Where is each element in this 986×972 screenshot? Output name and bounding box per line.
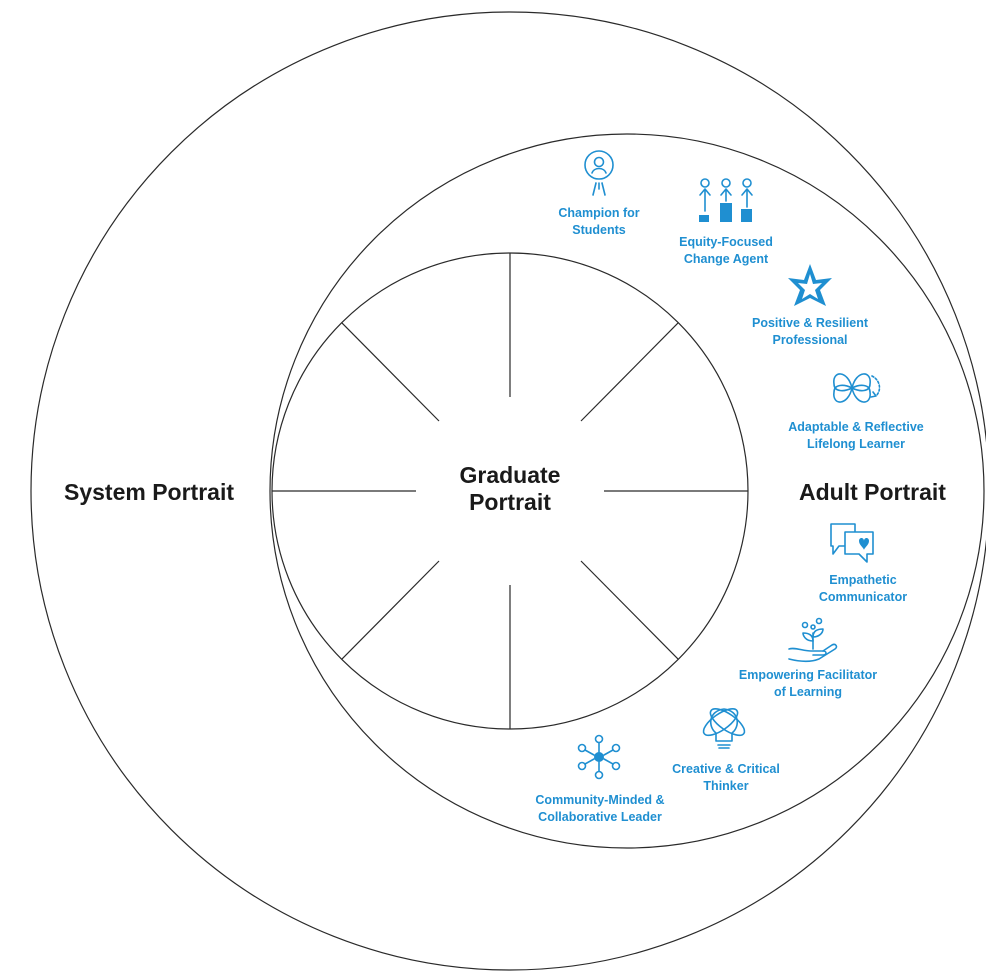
attribute-line2: Change Agent: [683, 252, 769, 266]
lightbulb-orbit-icon: [702, 708, 746, 749]
attribute-line2: Collaborative Leader: [538, 810, 662, 824]
graduate-portrait-label: Graduate Portrait: [445, 462, 575, 516]
attribute-empathetic-label: Empathetic Communicator: [803, 572, 923, 606]
attribute-line1: Positive & Resilient: [751, 316, 868, 330]
system-portrait-circle: [30, 11, 986, 971]
adult-portrait-circle: [269, 133, 985, 849]
attribute-adaptable-label: Adaptable & Reflective Lifelong Learner: [778, 419, 934, 453]
system-portrait-label: System Portrait: [64, 479, 235, 505]
attribute-line2: Students: [572, 223, 626, 237]
person-radiating-icon: [584, 150, 614, 196]
attribute-line2: Lifelong Learner: [807, 437, 905, 451]
spoke-top-right: [580, 322, 679, 422]
people-podium-icon: [699, 178, 753, 222]
attribute-line2: Professional: [772, 333, 848, 347]
clover-loop-icon: [833, 373, 881, 403]
attribute-community-label: Community-Minded & Collaborative Leader: [522, 792, 678, 826]
attribute-line2: Communicator: [818, 590, 908, 604]
attribute-champion-label: Champion for Students: [539, 205, 659, 239]
spoke-bottom-right: [580, 560, 679, 660]
attribute-equity-label: Equity-Focused Change Agent: [666, 234, 786, 268]
speech-heart-icon: [830, 523, 874, 563]
spoke-bottom-left: [341, 560, 440, 660]
attribute-line2: Thinker: [703, 779, 749, 793]
attribute-line2: of Learning: [773, 685, 843, 699]
graduate-label-line1: Graduate: [459, 462, 561, 488]
attribute-line1: Creative & Critical: [672, 762, 780, 776]
graduate-spokes: [272, 253, 748, 729]
spoke-top-left: [341, 322, 440, 422]
attribute-creative-label: Creative & Critical Thinker: [660, 761, 792, 795]
attribute-empowering-label: Empowering Facilitator of Learning: [725, 667, 891, 701]
hand-sprout-icon: [788, 617, 838, 663]
attribute-positive-label: Positive & Resilient Professional: [740, 315, 880, 349]
adult-portrait-label: Adult Portrait: [799, 479, 946, 505]
attribute-line1: Equity-Focused: [679, 235, 773, 249]
attribute-line1: Empowering Facilitator: [738, 668, 878, 682]
attribute-line1: Empathetic: [829, 573, 897, 587]
star-burst-icon: [788, 264, 832, 306]
network-hub-icon: [577, 734, 621, 780]
attribute-line1: Community-Minded &: [535, 793, 665, 807]
attribute-line1: Champion for: [558, 206, 640, 220]
graduate-label-line2: Portrait: [469, 489, 551, 515]
attribute-line1: Adaptable & Reflective: [788, 420, 924, 434]
